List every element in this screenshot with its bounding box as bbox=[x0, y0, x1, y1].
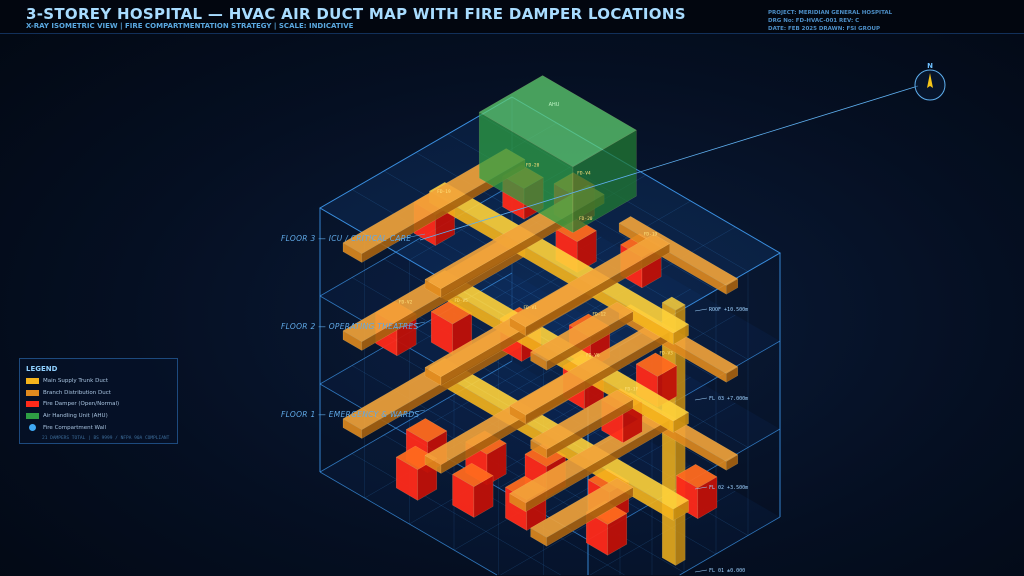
floor-label-3: FLOOR 3 — ICU / CRITICAL CARE bbox=[281, 234, 412, 243]
legend-item-wall: Fire Compartment Wall bbox=[26, 424, 106, 431]
face-top bbox=[530, 477, 634, 538]
damper-label: FD-1F bbox=[625, 386, 639, 392]
face-top bbox=[676, 464, 718, 489]
floor-slab-line bbox=[679, 516, 781, 576]
legend-label: Branch Distribution Duct bbox=[43, 390, 111, 396]
trunk-swatch bbox=[26, 378, 39, 384]
damper-label: FD-19 bbox=[644, 231, 658, 237]
branch-duct bbox=[530, 477, 634, 547]
damper-label: FD-20 bbox=[526, 163, 540, 169]
damper-label: FD-V1 bbox=[523, 305, 537, 311]
damper-label: FD-V4 bbox=[577, 170, 591, 176]
legend-item-trunk: Main Supply Trunk Duct bbox=[26, 378, 108, 384]
drawing-meta: PROJECT: MERIDIAN GENERAL HOSPITAL DRG N… bbox=[768, 9, 892, 33]
face-top bbox=[509, 234, 671, 328]
floor-leader bbox=[394, 409, 426, 417]
fire-damper bbox=[452, 462, 494, 518]
branch-duct bbox=[530, 389, 634, 459]
damper-label: FD-12 bbox=[592, 312, 606, 318]
face-top bbox=[635, 352, 678, 377]
legend-item-ahu: Air Handling Unit (AHU) bbox=[26, 413, 108, 419]
legend-note: 21 DAMPERS TOTAL | BS 9999 / NFPA 90A CO… bbox=[42, 436, 170, 441]
legend-item-damper: Fire Damper (Open/Normal) bbox=[26, 401, 119, 407]
page-title: 3-STOREY HOSPITAL — HVAC AIR DUCT MAP WI… bbox=[26, 5, 686, 23]
level-leader bbox=[694, 486, 708, 490]
branch-duct bbox=[530, 301, 634, 371]
face-top bbox=[530, 389, 634, 450]
legend-label: Air Handling Unit (AHU) bbox=[43, 413, 108, 419]
damper-label: FD-V2 bbox=[399, 299, 413, 305]
floor-label-1: FLOOR 1 — EMERGENCY & WARDS bbox=[281, 410, 420, 419]
title-bar: 3-STOREY HOSPITAL — HVAC AIR DUCT MAP WI… bbox=[0, 0, 1024, 34]
level-fl02: FL 02 +3.500m bbox=[709, 485, 749, 491]
grid-line bbox=[543, 402, 736, 515]
legend: LEGEND Main Supply Trunk Duct Branch Dis… bbox=[19, 358, 178, 444]
damper-label: FD-V5 bbox=[454, 298, 468, 304]
floor-leader bbox=[394, 233, 426, 241]
face-right bbox=[572, 129, 637, 234]
level-leader bbox=[694, 569, 708, 573]
floor-leader bbox=[394, 321, 426, 329]
level-fl01: FL 01 ±0.000 bbox=[709, 568, 746, 574]
level-leader bbox=[694, 308, 708, 312]
face-top bbox=[618, 216, 739, 286]
damper-label: FD-20 bbox=[579, 216, 593, 222]
branch-duct bbox=[509, 234, 671, 337]
legend-label: Fire Damper (Open/Normal) bbox=[43, 401, 120, 407]
damper-label: FD-V6 bbox=[586, 353, 600, 359]
legend-title: LEGEND bbox=[26, 365, 58, 373]
face-top bbox=[405, 418, 448, 443]
face-top bbox=[661, 296, 686, 311]
branch-swatch bbox=[26, 390, 39, 396]
fire-damper bbox=[585, 500, 628, 556]
face-right bbox=[546, 311, 634, 371]
level-fl03: FL 03 +7.000m bbox=[709, 396, 749, 402]
wall-dot-icon bbox=[29, 424, 36, 431]
legend-label: Fire Compartment Wall bbox=[43, 424, 107, 431]
face-right bbox=[697, 476, 718, 520]
compass-leader bbox=[419, 85, 919, 241]
north-arrow-icon bbox=[927, 73, 933, 88]
ahu-label: AHU bbox=[549, 102, 560, 108]
floor-slab-line bbox=[319, 471, 498, 576]
meta-date: DATE: FEB 2025 DRAWN: FSI GROUP bbox=[768, 26, 881, 32]
level-roof: ROOF +10.500m bbox=[709, 307, 749, 313]
meta-project: PROJECT: MERIDIAN GENERAL HOSPITAL bbox=[768, 10, 893, 16]
face-top bbox=[478, 75, 637, 168]
floor-label-2: FLOOR 2 — OPERATING THEATRES bbox=[281, 322, 419, 331]
damper-label: FD-19 bbox=[437, 189, 451, 195]
fire-damper bbox=[676, 464, 718, 520]
legend-label: Main Supply Trunk Duct bbox=[43, 378, 108, 384]
face-top bbox=[530, 301, 634, 362]
legend-item-branch: Branch Distribution Duct bbox=[26, 390, 111, 396]
level-leader bbox=[694, 397, 708, 401]
page-subtitle: X-RAY ISOMETRIC VIEW | FIRE COMPARTMENTA… bbox=[26, 22, 354, 30]
grid-line bbox=[351, 453, 561, 576]
damper-label: FD-V3 bbox=[659, 351, 673, 357]
air-handling-unit bbox=[478, 75, 637, 234]
face-top bbox=[452, 462, 494, 487]
damper-swatch bbox=[26, 401, 39, 407]
face-right bbox=[546, 399, 634, 459]
meta-drawing-number: DRG No: FD-HVAC-001 REV: C bbox=[768, 18, 860, 24]
ahu-swatch bbox=[26, 413, 39, 419]
compass-label: N bbox=[927, 62, 933, 70]
